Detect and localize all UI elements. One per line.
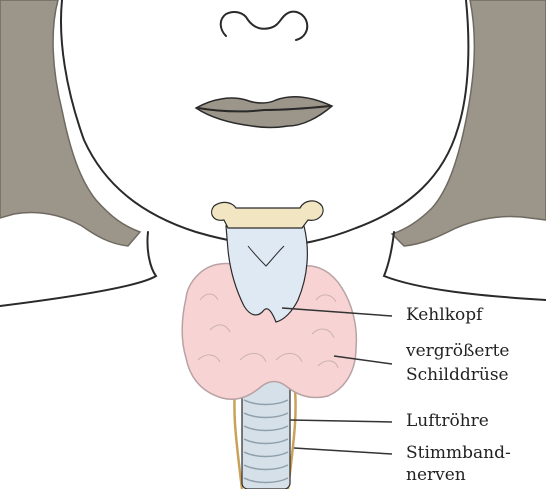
neck-left: [0, 232, 156, 306]
leader-nerven: [294, 448, 392, 454]
label-vergroesserte: vergrößerte: [406, 340, 509, 362]
leader-luftroehre: [290, 420, 392, 422]
label-schilddruese: Schilddrüse: [406, 364, 509, 386]
mouth: [196, 97, 332, 128]
hair-left: [0, 0, 140, 246]
label-stimmband: Stimmband-: [406, 442, 511, 464]
nose: [221, 12, 308, 40]
label-nerven: nerven: [406, 464, 466, 486]
hyoid-bone: [212, 201, 323, 228]
label-kehlkopf: Kehlkopf: [406, 304, 482, 326]
label-luftroehre: Luftröhre: [406, 410, 489, 432]
